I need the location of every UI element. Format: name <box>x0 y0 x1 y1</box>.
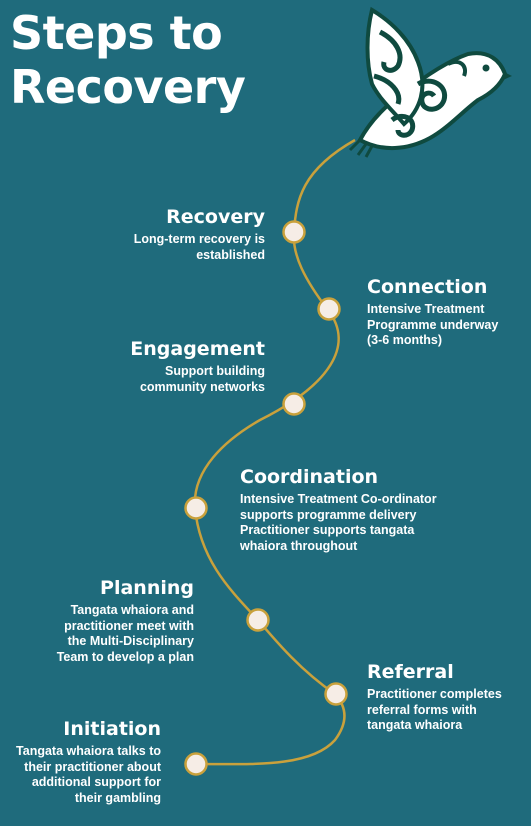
step-engagement: Engagement Support building community ne… <box>130 338 265 395</box>
step-node-coordination <box>184 496 208 520</box>
step-node-planning <box>246 608 270 632</box>
page-title: Steps to Recovery <box>10 6 246 114</box>
step-desc-connection: Intensive Treatment Programme underway (… <box>367 302 499 347</box>
step-node-initiation <box>184 752 208 776</box>
step-desc-coordination: Intensive Treatment Co-ordinator support… <box>240 492 437 553</box>
step-title-engagement: Engagement <box>130 338 265 360</box>
step-planning: Planning Tangata whaiora and practitione… <box>57 577 194 665</box>
title-line-1: Steps to <box>10 6 223 60</box>
step-initiation: Initiation Tangata whaiora talks to thei… <box>16 718 161 806</box>
step-title-connection: Connection <box>367 276 488 298</box>
step-node-connection <box>317 297 341 321</box>
step-desc-initiation: Tangata whaiora talks to their practitio… <box>16 744 161 805</box>
step-desc-engagement: Support building community networks <box>139 364 265 394</box>
step-recovery: Recovery Long-term recovery is establish… <box>134 206 265 263</box>
step-connection: Connection Intensive Treatment Programme… <box>367 276 498 349</box>
step-title-recovery: Recovery <box>166 206 265 228</box>
step-title-coordination: Coordination <box>240 466 379 488</box>
step-desc-recovery: Long-term recovery is established <box>133 232 265 262</box>
step-node-recovery <box>282 220 306 244</box>
step-node-referral <box>324 682 348 706</box>
step-title-referral: Referral <box>367 661 454 683</box>
dove-icon <box>348 6 512 158</box>
step-title-initiation: Initiation <box>63 718 161 740</box>
step-referral: Referral Practitioner completes referral… <box>367 661 502 734</box>
step-desc-planning: Tangata whaiora and practitioner meet wi… <box>56 603 194 664</box>
step-coordination: Coordination Intensive Treatment Co-ordi… <box>240 466 437 554</box>
title-line-2: Recovery <box>10 60 246 114</box>
step-desc-referral: Practitioner completes referral forms wi… <box>367 687 502 732</box>
step-title-planning: Planning <box>100 577 194 599</box>
step-node-engagement <box>282 392 306 416</box>
